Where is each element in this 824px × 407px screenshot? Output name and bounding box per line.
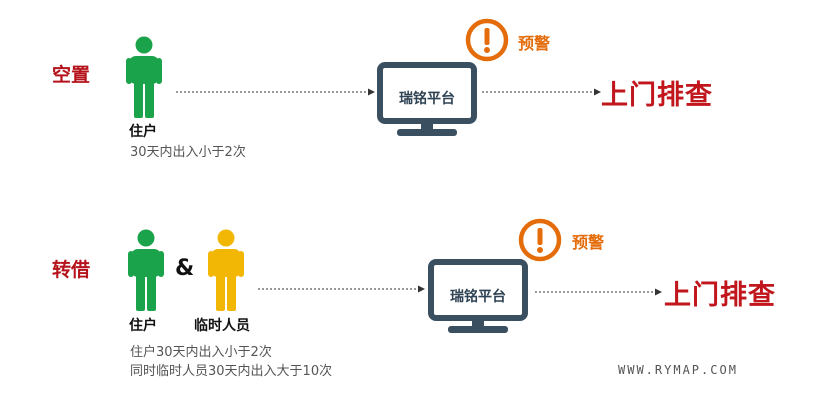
row-description-line-2: 同时临时人员30天内出入大于10次	[130, 364, 333, 379]
row-description: 30天内出入小于2次	[130, 145, 246, 160]
and-symbol: &	[175, 256, 195, 281]
warning-label: 预警	[572, 233, 605, 252]
resident-label: 住户	[129, 318, 157, 334]
watermark: WWW.RYMAP.COM	[618, 363, 738, 377]
resident-label: 住户	[129, 124, 157, 140]
resident-person-icon	[128, 229, 164, 311]
temporary-person-icon	[208, 229, 244, 311]
arrow-icon	[258, 285, 425, 293]
row-description-line-1: 住户30天内出入小于2次	[130, 345, 272, 360]
arrow-icon	[176, 88, 375, 96]
row-label-vacant: 空置	[52, 64, 91, 86]
arrow-icon	[482, 88, 601, 96]
warning-icon	[465, 18, 509, 62]
arrow-icon	[535, 288, 662, 296]
action-label: 上门排查	[664, 280, 776, 311]
monitor-icon	[377, 62, 477, 136]
warning-label: 预警	[518, 34, 551, 53]
action-label: 上门排查	[601, 80, 713, 111]
resident-person-icon	[126, 36, 162, 118]
monitor-icon	[428, 259, 528, 333]
platform-label: 瑞铭平台	[450, 289, 506, 305]
row-label-lending: 转借	[52, 259, 91, 281]
warning-icon	[518, 218, 562, 262]
platform-label: 瑞铭平台	[399, 91, 455, 107]
temporary-person-label: 临时人员	[194, 318, 250, 334]
